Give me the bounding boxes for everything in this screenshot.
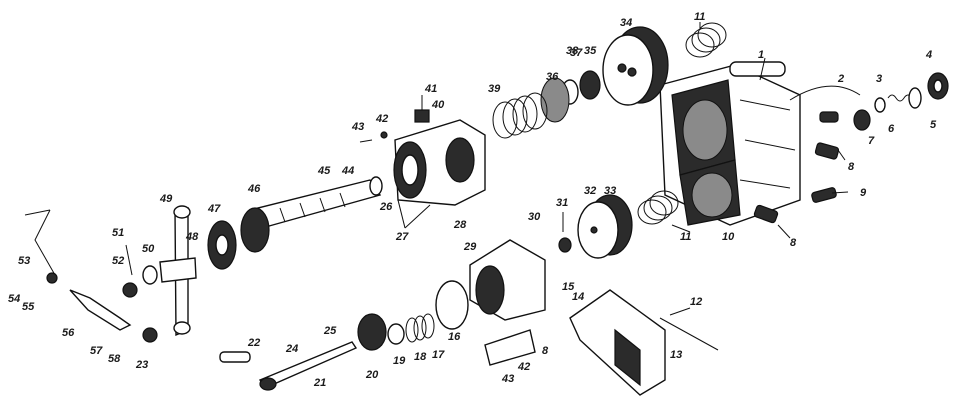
- rings-35-39: [492, 70, 601, 139]
- spring-11-bottom: [637, 190, 679, 225]
- lever-48-49: [159, 205, 197, 337]
- callout-label: 58: [108, 353, 121, 365]
- callout-label: 34: [620, 17, 632, 29]
- bottom-parts-16-25: [219, 239, 546, 391]
- callout-label: 51: [112, 227, 124, 239]
- leader-lines: [397, 22, 849, 316]
- callout-label: 18: [414, 351, 427, 363]
- callout-label: 52: [112, 255, 124, 267]
- callout-label: 45: [317, 165, 331, 177]
- callout-label: 53: [18, 255, 30, 267]
- callout-label: 1: [758, 49, 764, 61]
- gear-47: [207, 220, 237, 270]
- callout-label: 42: [517, 361, 530, 373]
- spring-11-top: [685, 22, 727, 58]
- callout-label: 24: [285, 343, 298, 355]
- callout-label: 57: [90, 345, 103, 357]
- callout-label: 8: [542, 345, 549, 357]
- bracket-13: [569, 289, 719, 396]
- callout-label: 43: [351, 121, 364, 133]
- callout-label: 42: [375, 113, 388, 125]
- callout-label: 4: [925, 49, 932, 61]
- housing-part-1: [659, 61, 801, 226]
- callout-label: 9: [860, 187, 867, 199]
- callout-label: 21: [313, 377, 326, 389]
- callout-label: 14: [572, 291, 584, 303]
- callout-label: 27: [395, 231, 409, 243]
- callout-label: 8: [848, 161, 855, 173]
- callout-label: 32: [584, 185, 596, 197]
- piston-34: [602, 26, 669, 106]
- callout-label: 13: [670, 349, 682, 361]
- callout-label: 15: [562, 281, 575, 293]
- callout-label: 44: [341, 165, 354, 177]
- callout-label: 8: [790, 237, 797, 249]
- callout-label: 56: [62, 327, 75, 339]
- callout-label: 11: [680, 231, 691, 243]
- callout-label: 40: [431, 99, 445, 111]
- callout-label: 25: [323, 325, 337, 337]
- callout-label: 19: [393, 355, 406, 367]
- callout-label: 50: [142, 243, 155, 255]
- callout-label: 31: [556, 197, 568, 209]
- callout-label: 26: [379, 201, 393, 213]
- callout-label: 47: [207, 203, 221, 215]
- callout-label: 54: [8, 293, 20, 305]
- callout-label: 36: [546, 71, 559, 83]
- left-small-parts: [24, 209, 158, 343]
- piston-32-33: [577, 194, 633, 259]
- callout-label: 12: [690, 296, 702, 308]
- callout-label: 39: [488, 83, 501, 95]
- small-screws-41-43: [359, 131, 388, 143]
- callout-label: 43: [501, 373, 514, 385]
- callout-label: 38: [566, 45, 579, 57]
- callout-label: 17: [432, 349, 445, 361]
- callout-label: 35: [584, 45, 597, 57]
- callout-label: 7: [868, 135, 875, 147]
- callout-label: 5: [930, 119, 937, 131]
- callout-label: 29: [463, 241, 477, 253]
- fittings-right: [753, 72, 949, 224]
- callout-label: 22: [247, 337, 260, 349]
- callout-label: 23: [135, 359, 148, 371]
- valve-body-40: [393, 95, 486, 206]
- callout-label: 2: [837, 73, 844, 85]
- callout-label: 20: [365, 369, 379, 381]
- callout-label: 10: [722, 231, 735, 243]
- callout-label: 37: [570, 47, 583, 59]
- callout-label: 3: [876, 73, 882, 85]
- callout-label: 41: [424, 83, 437, 95]
- small-parts-30-31: [558, 212, 572, 253]
- shaft-assembly-44-46: [240, 176, 383, 253]
- callout-label: 30: [528, 211, 541, 223]
- callout-label: 33: [604, 185, 616, 197]
- callout-label: 48: [185, 231, 199, 243]
- callout-label: 6: [888, 123, 895, 135]
- callout-label: 46: [247, 183, 261, 195]
- callout-label: 11: [694, 11, 705, 23]
- callout-label: 16: [448, 331, 461, 343]
- callout-label: 49: [159, 193, 173, 205]
- callout-label: 55: [22, 301, 35, 313]
- callout-label: 28: [453, 219, 467, 231]
